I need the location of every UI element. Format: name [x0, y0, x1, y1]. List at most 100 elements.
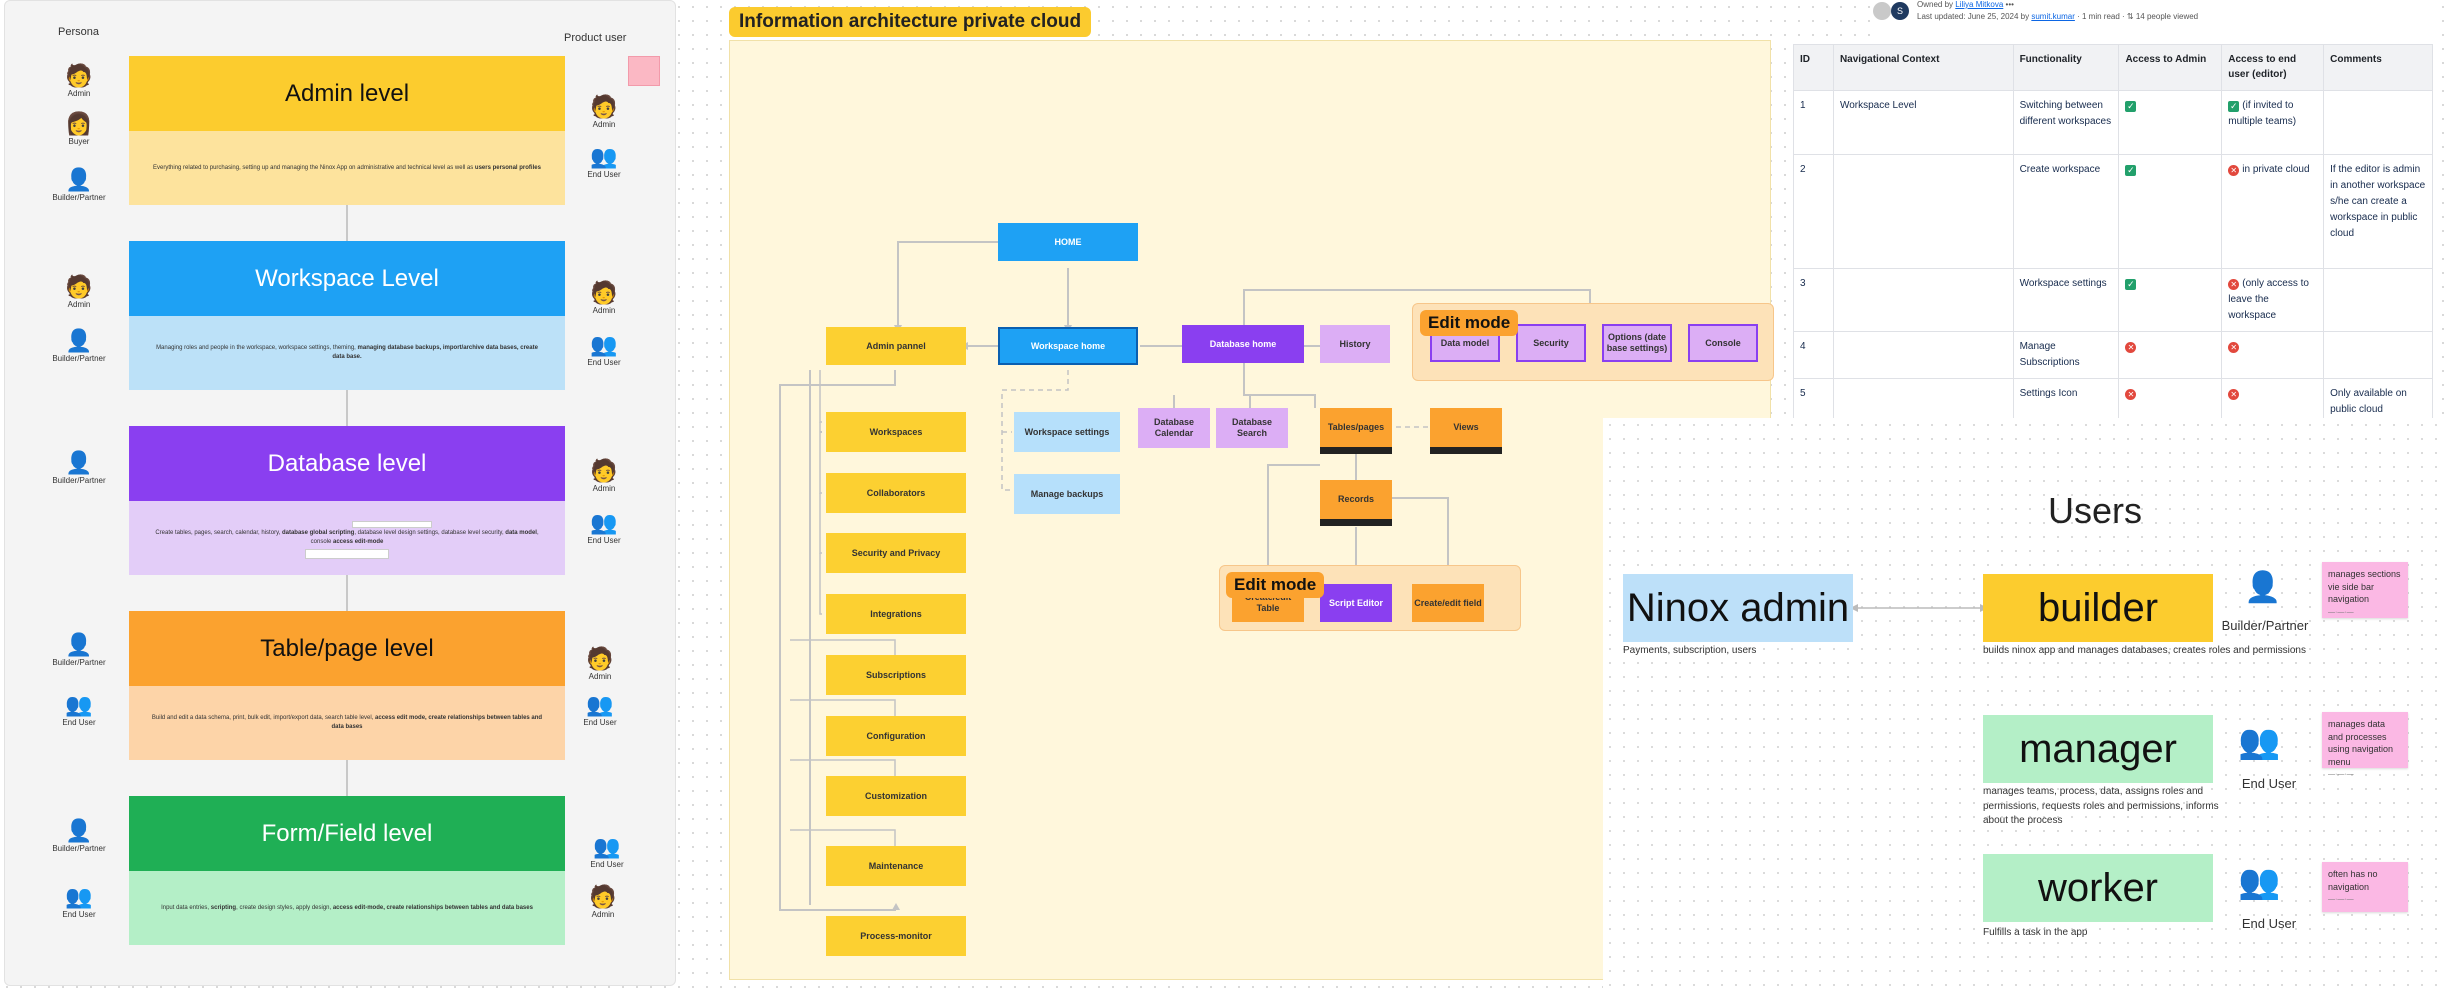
manager-sticky-note[interactable]: manages data and processes using navigat…	[2322, 712, 2408, 778]
persona-builder: 👤Builder/Partner	[39, 450, 119, 485]
ia-node-security[interactable]: Security	[1516, 324, 1586, 362]
viewers-count[interactable]: 14 people viewed	[2135, 12, 2199, 21]
ia-node-history[interactable]: History	[1320, 325, 1390, 363]
ia-node-workspace-settings[interactable]: Workspace settings	[1014, 412, 1120, 452]
table-header-row: ID Navigational Context Functionality Ac…	[1793, 44, 2433, 91]
ia-node-create-field[interactable]: Create/edit field	[1412, 584, 1484, 622]
col-functionality: Functionality	[2012, 44, 2120, 91]
level-connector	[346, 760, 348, 796]
builder-avatar-icon: 👤	[65, 167, 93, 192]
ia-node-database-home[interactable]: Database home	[1182, 325, 1304, 363]
ia-node-views[interactable]: Views	[1430, 408, 1502, 454]
owner-link[interactable]: Liliya Mitkova	[1955, 0, 2004, 9]
table-page-level-header[interactable]: Table/page level	[129, 611, 565, 686]
database-level-description: Create tables, pages, search, calendar, …	[129, 501, 565, 575]
end-user-avatar-icon: 👥	[590, 332, 618, 357]
ia-node-manage-backups[interactable]: Manage backups	[1014, 474, 1120, 514]
builder-persona-label: Builder/Partner	[2221, 618, 2309, 633]
more-icon[interactable]: •••	[2005, 0, 2014, 9]
persona-builder: 👤Builder/Partner	[39, 818, 119, 853]
builder-card[interactable]: builder	[1983, 574, 2213, 642]
table-page-level-description: Build and edit a data schema, print, bul…	[129, 686, 565, 760]
ia-node-collaborators[interactable]: Collaborators	[826, 473, 966, 513]
cross-icon: ✕	[2125, 342, 2137, 353]
worker-description: Fulfills a task in the app	[1983, 927, 2088, 938]
form-field-level-description: Input data entries, scripting, create de…	[129, 871, 565, 945]
builder-avatar-icon: 👤	[65, 818, 93, 843]
ia-node-integrations[interactable]: Integrations	[826, 594, 966, 634]
manager-description: manages teams, process, data, assigns ro…	[1983, 786, 2219, 826]
owner-line: Owned by Liliya Mitkova •••	[1917, 0, 2014, 9]
builder-sticky-note[interactable]: manages sections vie side bar navigation…	[2322, 562, 2408, 618]
sticky-note-small[interactable]	[628, 56, 660, 86]
ia-node-security-privacy[interactable]: Security and Privacy	[826, 533, 966, 573]
persona-builder: 👤Builder/Partner	[39, 328, 119, 363]
check-icon: ✓	[2125, 101, 2137, 112]
workspace-level-header[interactable]: Workspace Level	[129, 241, 565, 316]
ia-node-database-search[interactable]: Database Search	[1216, 408, 1288, 448]
manager-card[interactable]: manager	[1983, 715, 2213, 783]
admin-avatar-icon: 🧑	[590, 458, 618, 483]
check-icon: ✓	[2228, 101, 2240, 112]
persona-admin: 🧑Admin	[560, 646, 640, 681]
page-meta-bar	[1871, 0, 2431, 40]
persona-admin: 🧑Admin	[564, 94, 644, 129]
ia-node-script-editor[interactable]: Script Editor	[1320, 584, 1392, 622]
owner-avatar[interactable]	[1873, 2, 1891, 20]
ia-node-options[interactable]: Options (date base settings)	[1602, 324, 1672, 362]
builder-description: builds ninox app and manages databases, …	[1983, 645, 2306, 656]
access-table: ID Navigational Context Functionality Ac…	[1793, 44, 2433, 426]
persona-end-user: 👥End User	[39, 884, 119, 919]
form-field-level-header[interactable]: Form/Field level	[129, 796, 565, 871]
builder-avatar-icon: 👤	[65, 328, 93, 353]
ia-node-maintenance[interactable]: Maintenance	[826, 846, 966, 886]
admin-level-header[interactable]: Admin level	[129, 56, 565, 131]
ninox-admin-description: Payments, subscription, users	[1623, 645, 1757, 656]
builder-avatar-icon: 👤	[2244, 571, 2282, 604]
builder-avatar-icon: 👤	[65, 450, 93, 475]
ia-node-customization[interactable]: Customization	[826, 776, 966, 816]
end-user-avatar-icon: 👥	[590, 144, 618, 169]
ia-title[interactable]: Information architecture private cloud	[729, 7, 1092, 37]
updater-link[interactable]: sumit.kumar	[2031, 12, 2075, 21]
ia-node-home[interactable]: HOME	[998, 223, 1138, 261]
persona-admin: 🧑Admin	[39, 63, 119, 98]
worker-sticky-note[interactable]: often has no navigation—·—·—	[2322, 862, 2408, 912]
end-user-avatar-icon: 👥	[2238, 863, 2281, 901]
edit-mode-label: Edit mode	[1226, 572, 1325, 598]
ninox-admin-card[interactable]: Ninox admin	[1623, 574, 1853, 642]
ia-node-tables-pages[interactable]: Tables/pages	[1320, 408, 1392, 454]
ia-node-workspaces[interactable]: Workspaces	[826, 412, 966, 452]
admin-avatar-icon: 🧑	[586, 646, 614, 671]
ia-node-workspace-home[interactable]: Workspace home	[998, 327, 1138, 365]
ia-node-process-monitor[interactable]: Process-monitor	[826, 916, 966, 956]
persona-end-user: 👥End User	[564, 144, 644, 179]
last-updated-line: Last updated: June 25, 2024 by sumit.kum…	[1917, 12, 2199, 21]
worker-persona-label: End User	[2241, 916, 2297, 931]
manager-persona-label: End User	[2241, 776, 2297, 791]
ia-node-database-calendar[interactable]: Database Calendar	[1138, 408, 1210, 448]
table-row: 3 Workspace settings ✓ ✕(only access to …	[1793, 268, 2433, 332]
updater-avatar[interactable]: S	[1891, 2, 1909, 20]
ia-node-admin-pannel[interactable]: Admin pannel	[826, 327, 966, 365]
table-row: 4 Manage Subscriptions ✕ ✕	[1793, 331, 2433, 379]
database-level-header[interactable]: Database level	[129, 426, 565, 501]
cross-icon: ✕	[2228, 389, 2240, 400]
cross-icon: ✕	[2228, 342, 2240, 353]
col-end-user: Access to end user (editor)	[2221, 44, 2325, 91]
worker-card[interactable]: worker	[1983, 854, 2213, 922]
persona-end-user: 👥End User	[564, 332, 644, 367]
check-icon: ✓	[2125, 279, 2137, 290]
ia-node-configuration[interactable]: Configuration	[826, 716, 966, 756]
end-user-avatar-icon: 👥	[586, 692, 614, 717]
persona-end-user: 👥End User	[560, 692, 640, 727]
ia-node-console[interactable]: Console	[1688, 324, 1758, 362]
end-user-avatar-icon: 👥	[65, 884, 93, 909]
users-frame	[1603, 418, 2446, 990]
cross-icon: ✕	[2125, 389, 2137, 400]
product-user-header: Product user	[564, 32, 627, 44]
persona-builder: 👤Builder/Partner	[39, 632, 119, 667]
ia-node-subscriptions[interactable]: Subscriptions	[826, 655, 966, 695]
persona-header: Persona	[58, 26, 99, 38]
ia-node-records[interactable]: Records	[1320, 480, 1392, 526]
